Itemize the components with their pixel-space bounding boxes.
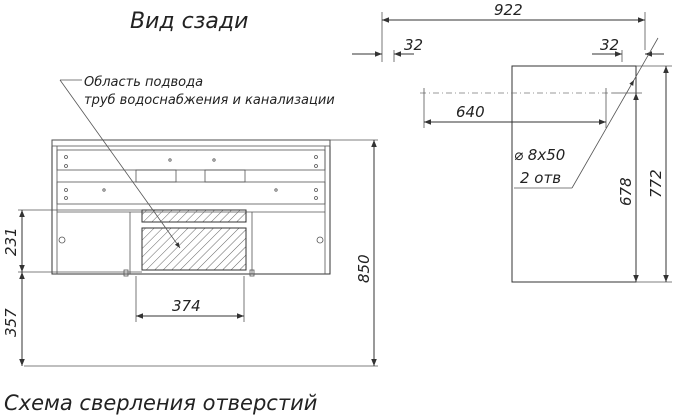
hole-diameter-label: ⌀ 8x50: [514, 146, 565, 164]
hole-spec: ⌀ 8x50 2 отв: [514, 37, 659, 189]
dim-zone-height: 231: [2, 209, 142, 273]
dim-side-inner: 678: [612, 92, 642, 282]
annotation-line-2: труб водоснабжения и канализации: [84, 93, 335, 108]
dim-zone-width: 374: [135, 276, 245, 322]
cabinet-rear-view: [51, 139, 331, 277]
dim-357-label: 357: [2, 308, 20, 337]
dim-640-label: 640: [456, 103, 485, 121]
hole-count-label: 2 отв: [520, 169, 561, 187]
annotation-line-1: Область подвода: [84, 75, 203, 90]
dim-offset-left: 32: [352, 36, 423, 62]
dim-zone-bottom: 357: [2, 272, 25, 366]
dim-374-label: 374: [172, 297, 201, 315]
pipe-zone-lower: [141, 227, 247, 271]
dim-850-label: 850: [355, 254, 373, 283]
dim-32-right-label: 32: [600, 36, 619, 54]
drilling-scheme-title: Схема сверления отверстий: [4, 391, 317, 415]
dim-231-label: 231: [2, 227, 20, 256]
dim-678-label: 678: [617, 177, 635, 206]
rear-view-title: Вид сзади: [130, 9, 248, 34]
dim-side-outer: 772: [636, 65, 672, 283]
dim-772-label: 772: [647, 169, 665, 198]
dim-hole-spacing: 640: [423, 88, 607, 128]
dim-32-left-label: 32: [404, 36, 423, 54]
dim-922-label: 922: [494, 1, 523, 19]
pipe-area-annotation: Область подвода труб водоснабжения и кан…: [59, 75, 335, 249]
dim-cabinet-height: 850: [24, 139, 378, 367]
dim-offset-right: 32: [592, 36, 664, 62]
pipe-zone-upper: [141, 209, 247, 223]
dim-total-width: 922: [381, 1, 646, 62]
